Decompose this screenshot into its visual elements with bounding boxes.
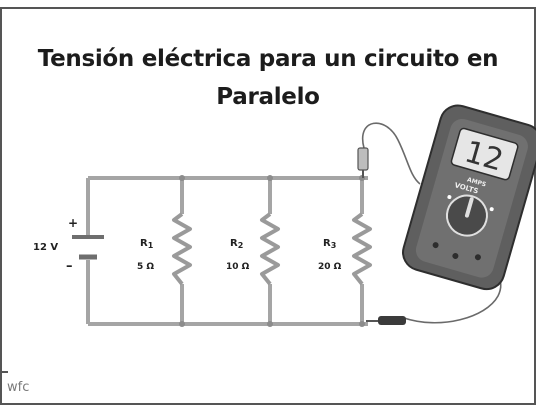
junction-dots [179, 175, 365, 327]
footer-mark: wfc [7, 380, 30, 395]
battery-plus-label: + [68, 216, 78, 230]
circuit-wires [86, 176, 368, 326]
probe-tips [357, 147, 406, 325]
resistor-r2-value: 10 Ω [226, 262, 250, 272]
resistor-r1-value: 5 Ω [137, 262, 154, 272]
resistor-r3-name: R3 [323, 238, 336, 250]
diagram-title: Tensión eléctrica para un circuito en Pa… [37, 46, 499, 110]
battery-voltage-label: 12 V [33, 242, 58, 253]
resistor-r2-name: R2 [230, 238, 243, 250]
resistor-r3-value: 20 Ω [318, 262, 342, 272]
multimeter: 12 AMPS VOLTS [402, 104, 536, 291]
battery-symbol [72, 235, 104, 260]
multimeter-display [450, 127, 519, 181]
resistor-r1-name: R1 [140, 238, 154, 250]
resistor-zigzags [172, 212, 372, 286]
battery-minus-label: – [66, 259, 73, 274]
